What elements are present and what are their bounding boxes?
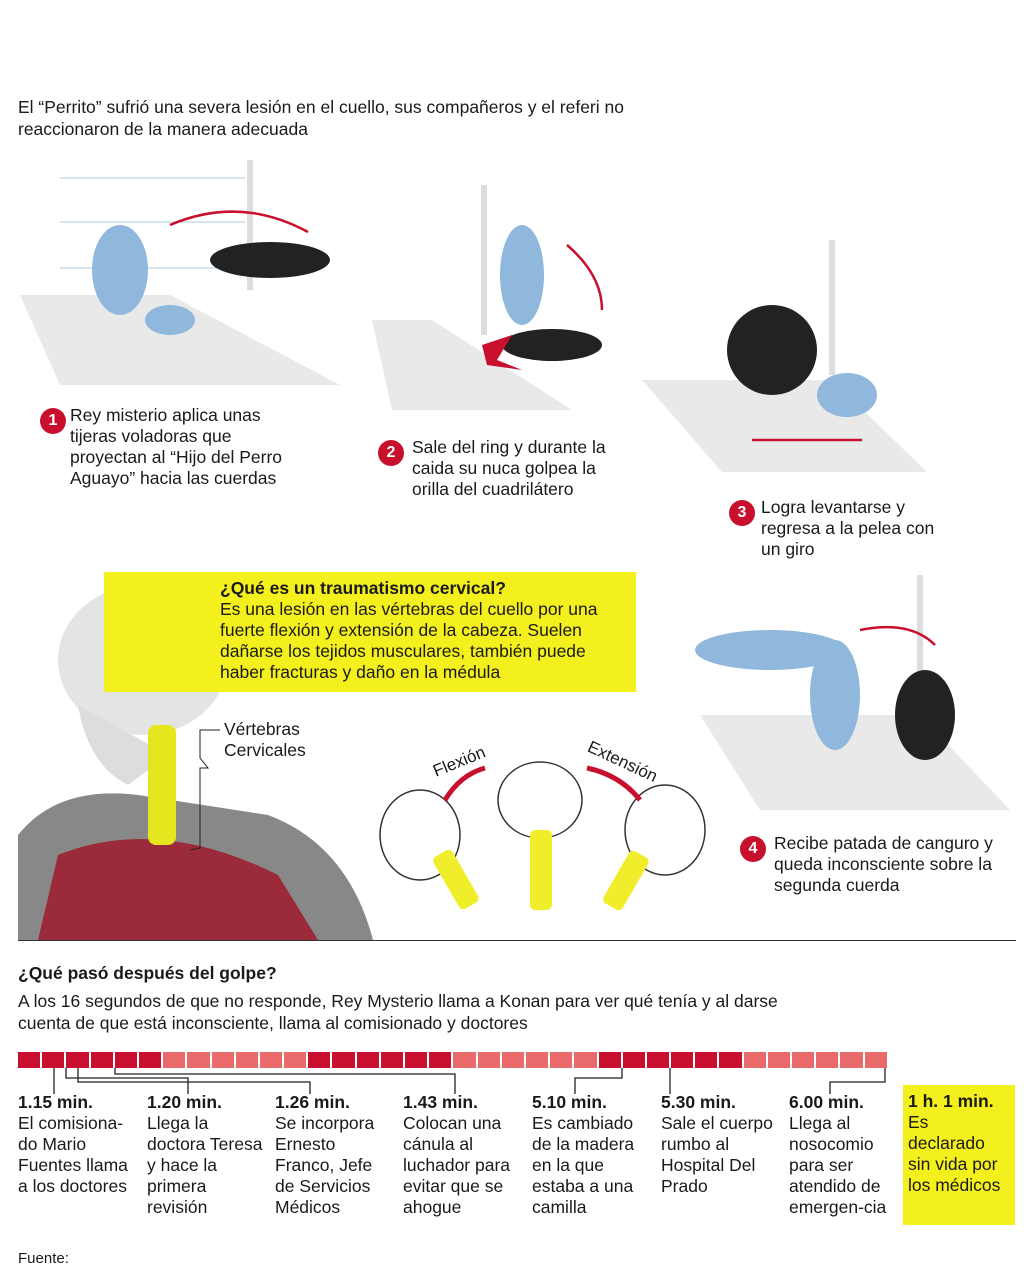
timeline-block bbox=[864, 1052, 887, 1068]
step-number-1: 1 bbox=[40, 408, 66, 434]
timeline-block bbox=[211, 1052, 234, 1068]
timeline-block bbox=[356, 1052, 379, 1068]
timeline-time: 1 h. 1 min. bbox=[908, 1091, 994, 1111]
timeline-block bbox=[308, 1052, 331, 1068]
step-3-text: Logra levantarse y regresa a la pelea co… bbox=[761, 497, 935, 559]
timeline-block bbox=[501, 1052, 524, 1068]
timeline-block bbox=[550, 1052, 573, 1068]
timeline-block bbox=[477, 1052, 500, 1068]
timeline-event: 5.30 min.Sale el cuerpo rumbo al Hospita… bbox=[661, 1092, 781, 1197]
skulls-illustration bbox=[379, 761, 706, 911]
intro-text: El “Perrito” sufrió una severa lesión en… bbox=[18, 97, 624, 139]
step-4-text: Recibe patada de canguro y queda inconsc… bbox=[774, 833, 993, 895]
timeline-block bbox=[429, 1052, 452, 1068]
timeline-block bbox=[622, 1052, 645, 1068]
timeline-event: 1.20 min.Llega la doctora Teresa y hace … bbox=[147, 1092, 267, 1218]
timeline-block bbox=[695, 1052, 718, 1068]
step-2-text: Sale del ring y durante la caida su nuca… bbox=[412, 437, 606, 499]
timeline-block bbox=[18, 1052, 41, 1068]
after-subtitle: A los 16 segundos de que no responde, Re… bbox=[18, 991, 778, 1033]
section-divider bbox=[18, 940, 1016, 941]
timeline-text: Es cambiado de la madera en la que estab… bbox=[532, 1113, 635, 1217]
source-label: Fuente: bbox=[18, 1250, 69, 1267]
timeline-block bbox=[574, 1052, 597, 1068]
timeline-time: 1.15 min. bbox=[18, 1092, 93, 1112]
timeline-text: Llega la doctora Teresa y hace la primer… bbox=[147, 1113, 263, 1217]
step-number-4: 4 bbox=[740, 836, 766, 862]
timeline-block bbox=[525, 1052, 549, 1068]
after-title: ¿Qué pasó después del golpe? bbox=[18, 963, 277, 983]
question-body: Es una lesión en las vértebras del cuell… bbox=[220, 599, 598, 682]
timeline-block bbox=[259, 1052, 283, 1068]
step-number-2: 2 bbox=[378, 440, 404, 466]
timeline-time: 5.10 min. bbox=[532, 1092, 607, 1112]
timeline-block bbox=[453, 1052, 476, 1068]
timeline-time: 6.00 min. bbox=[789, 1092, 864, 1112]
timeline-time: 1.20 min. bbox=[147, 1092, 222, 1112]
ring-illustration-4 bbox=[695, 575, 1010, 810]
timeline-block bbox=[719, 1052, 742, 1068]
timeline-block bbox=[332, 1052, 355, 1068]
timeline-bar bbox=[18, 1052, 887, 1068]
timeline-block bbox=[598, 1052, 621, 1068]
timeline-block bbox=[90, 1052, 113, 1068]
timeline-block bbox=[840, 1052, 863, 1068]
timeline-block bbox=[284, 1052, 307, 1068]
timeline-block bbox=[187, 1052, 210, 1068]
timeline-block bbox=[646, 1052, 670, 1068]
timeline-block bbox=[235, 1052, 258, 1068]
timeline-text: El comisiona-do Mario Fuentes llama a lo… bbox=[18, 1113, 128, 1196]
ring-illustration-2 bbox=[372, 185, 604, 410]
timeline-text: Colocan una cánula al luchador para evit… bbox=[403, 1113, 511, 1217]
timeline-event: 5.10 min.Es cambiado de la madera en la … bbox=[532, 1092, 652, 1218]
timeline-block bbox=[816, 1052, 839, 1068]
timeline-block bbox=[66, 1052, 89, 1068]
timeline-block bbox=[767, 1052, 790, 1068]
timeline-event: 6.00 min.Llega al nosocomio para ser ate… bbox=[789, 1092, 909, 1218]
vertebras-pointer-line bbox=[189, 729, 220, 851]
timeline-event: 1.43 min.Colocan una cánula al luchador … bbox=[403, 1092, 523, 1218]
timeline-event: 1.26 min.Se incorpora Ernesto Franco, Je… bbox=[275, 1092, 395, 1218]
step-number-3: 3 bbox=[729, 500, 755, 526]
question-title: ¿Qué es un traumatismo cervical? bbox=[220, 578, 506, 598]
timeline-block bbox=[380, 1052, 403, 1068]
timeline-block bbox=[671, 1052, 694, 1068]
vertebras-label: Vértebras Cervicales bbox=[224, 719, 306, 760]
ring-illustration-3 bbox=[642, 240, 927, 472]
timeline-time: 1.43 min. bbox=[403, 1092, 478, 1112]
timeline-connectors bbox=[53, 1068, 886, 1094]
timeline-event: 1.15 min.El comisiona-do Mario Fuentes l… bbox=[18, 1092, 138, 1197]
timeline-time: 1.26 min. bbox=[275, 1092, 350, 1112]
timeline-block bbox=[405, 1052, 428, 1068]
timeline-text: Llega al nosocomio para ser atendido de … bbox=[789, 1113, 887, 1217]
timeline-block bbox=[743, 1052, 766, 1068]
timeline-text: Se incorpora Ernesto Franco, Jefe de Ser… bbox=[275, 1113, 375, 1217]
step-1-text: Rey misterio aplica unas tijeras volador… bbox=[70, 405, 283, 488]
timeline-block bbox=[42, 1052, 65, 1068]
timeline-block bbox=[114, 1052, 137, 1068]
timeline-text: Es declarado sin vida por los médicos bbox=[908, 1112, 1001, 1195]
timeline-time: 5.30 min. bbox=[661, 1092, 736, 1112]
timeline-block bbox=[792, 1052, 815, 1068]
ring-illustration-1 bbox=[20, 160, 340, 385]
timeline-text: Sale el cuerpo rumbo al Hospital Del Pra… bbox=[661, 1113, 773, 1196]
timeline-event: 1 h. 1 min.Es declarado sin vida por los… bbox=[903, 1085, 1015, 1225]
question-box: ¿Qué es un traumatismo cervical? Es una … bbox=[104, 572, 636, 692]
timeline-block bbox=[163, 1052, 186, 1068]
timeline-block bbox=[138, 1052, 162, 1068]
